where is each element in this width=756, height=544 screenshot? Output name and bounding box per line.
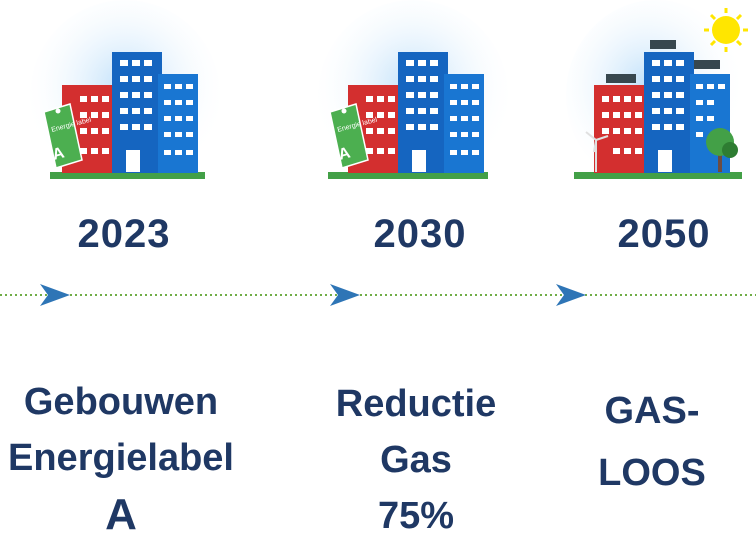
milestone-line: Gebouwen (23, 381, 219, 423)
sun-icon (704, 8, 748, 52)
timeline-arrow-icon (556, 284, 586, 306)
timeline (0, 272, 756, 320)
milestone-line: GAS- (604, 390, 700, 432)
milestone-line: Reductie (335, 383, 497, 425)
buildings-illustration-2050 (566, 0, 756, 200)
year-label-2023: 2023 (77, 212, 171, 256)
milestone-energy-label-letter: A (105, 490, 137, 539)
wind-turbine-icon (585, 131, 609, 172)
milestone-line: LOOS (598, 452, 706, 494)
buildings-illustration-2030: Energie label A (318, 0, 508, 200)
milestone-text-2030: Reductie Gas 75% (316, 376, 516, 544)
svg-text:A: A (337, 144, 353, 164)
milestone-text-2050: GAS- LOOS (562, 380, 742, 504)
svg-text:A: A (51, 144, 67, 164)
energy-label-tag-icon: Energie label A (329, 103, 378, 169)
year-label-2030: 2030 (373, 212, 467, 256)
milestone-line: Gas (380, 439, 452, 481)
milestone-line: 75% (377, 495, 455, 537)
timeline-arrow-icon (40, 284, 70, 306)
sustainable-city-icon (566, 0, 748, 190)
solar-panel-icon (606, 40, 720, 83)
year-label-2050: 2050 (617, 212, 711, 256)
buildings-illustration-2023: Energie label A (30, 0, 220, 200)
energy-label-tag-icon: Energie label A (43, 103, 92, 169)
milestone-line: Energielabel (8, 437, 234, 479)
timeline-arrow-icon (330, 284, 360, 306)
milestone-text-2023: Gebouwen Energielabel A (0, 374, 256, 544)
city-buildings-icon: Energie label A (30, 0, 220, 190)
city-buildings-icon: Energie label A (318, 0, 508, 190)
tree-icon (706, 128, 738, 172)
